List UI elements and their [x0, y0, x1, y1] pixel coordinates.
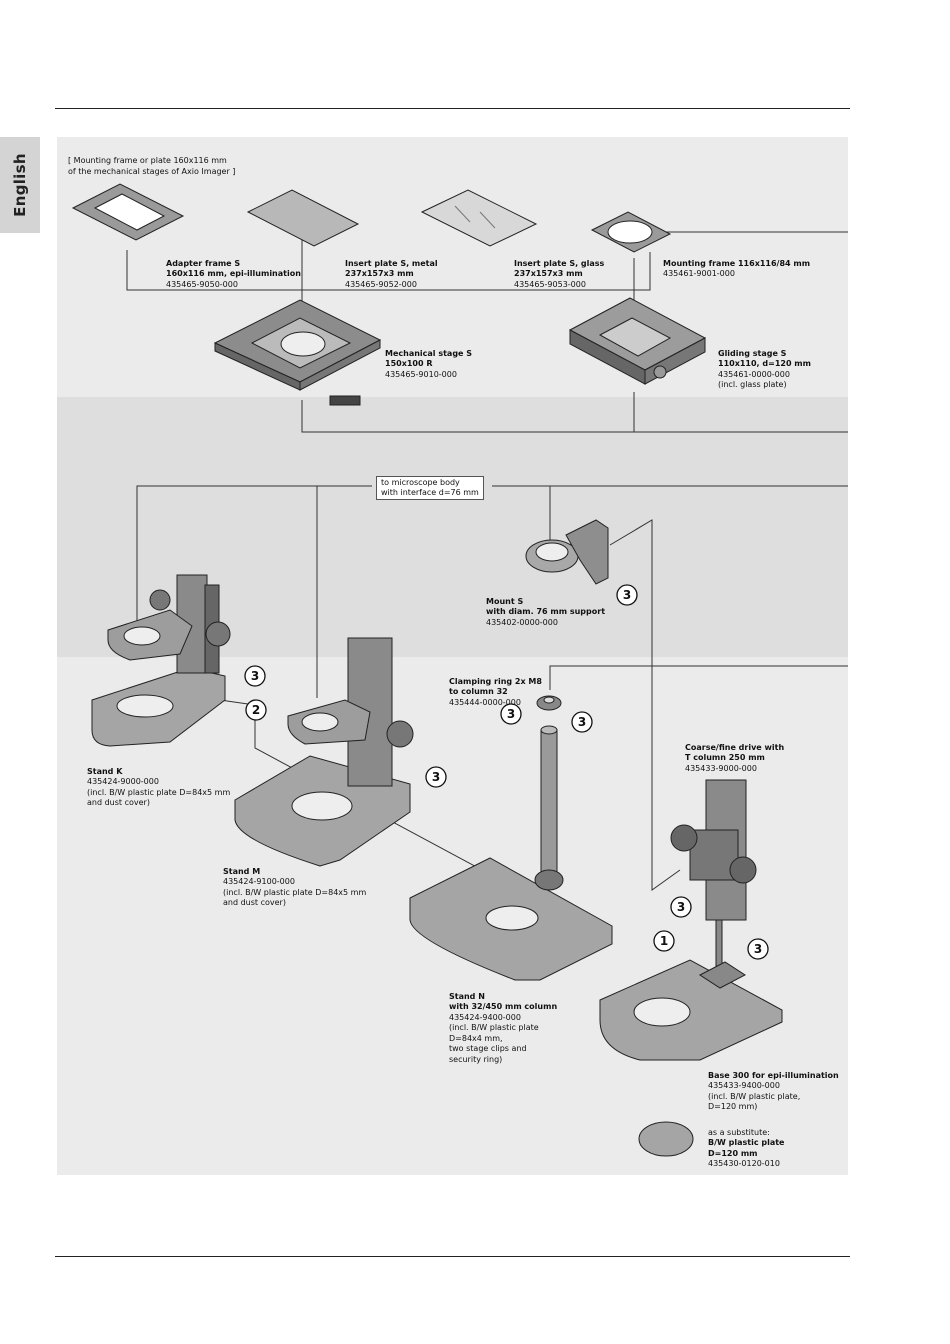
stand-n-drawing [409, 695, 613, 981]
language-tab[interactable]: English [0, 137, 40, 233]
svg-text:3: 3 [754, 942, 762, 956]
callout-2: 2 [245, 699, 267, 721]
callout-3-stand-m: 3 [425, 766, 447, 788]
connector-line [136, 485, 372, 650]
svg-text:3: 3 [623, 588, 631, 602]
svg-text:2: 2 [252, 703, 260, 717]
callout-1: 1 [653, 930, 675, 952]
stand-m-drawing [234, 637, 414, 867]
svg-text:3: 3 [251, 669, 259, 683]
mechanical-stage-drawing [213, 299, 382, 406]
connector-line [549, 665, 848, 690]
svg-text:3: 3 [507, 707, 515, 721]
bottom-rule [55, 1256, 850, 1257]
bracket-note: [ Mounting frame or plate 160x116 mm of … [68, 156, 236, 176]
callout-3-ring-right: 3 [571, 711, 593, 733]
callout-3-base: 3 [747, 938, 769, 960]
coarse-fine-drive-drawing [670, 779, 757, 971]
svg-text:3: 3 [578, 715, 586, 729]
callout-3-drive: 3 [670, 896, 692, 918]
substitute-plate-drawing [638, 1121, 694, 1157]
top-rule [55, 108, 850, 109]
microscope-interface-note: to microscope body with interface d=76 m… [376, 476, 484, 500]
svg-text:1: 1 [660, 934, 668, 948]
adapter-frame-drawing [71, 183, 185, 241]
mount-s-drawing [525, 519, 609, 585]
gliding-stage-drawing [568, 297, 707, 385]
base-300-drawing [599, 959, 783, 1061]
callout-3-mount: 3 [616, 584, 638, 606]
mounting-frame-drawing [590, 211, 672, 253]
connector-line [126, 250, 651, 291]
adapter-frame-label: Adapter frame S 160x116 mm, epi-illumina… [166, 258, 301, 289]
callout-3-ring-left: 3 [500, 703, 522, 725]
connector-line [301, 400, 848, 433]
svg-text:3: 3 [677, 900, 685, 914]
insert-plate-glass-drawing [420, 189, 538, 247]
callout-3-stand-k: 3 [244, 665, 266, 687]
insert-plate-metal-drawing [246, 189, 360, 247]
connector-line [609, 519, 681, 891]
stand-k-drawing [91, 574, 231, 747]
substitute-plate-label: as a substitute:B/W plastic plate D=120 … [708, 1127, 785, 1169]
svg-text:3: 3 [432, 770, 440, 784]
stage-panel [57, 137, 848, 397]
